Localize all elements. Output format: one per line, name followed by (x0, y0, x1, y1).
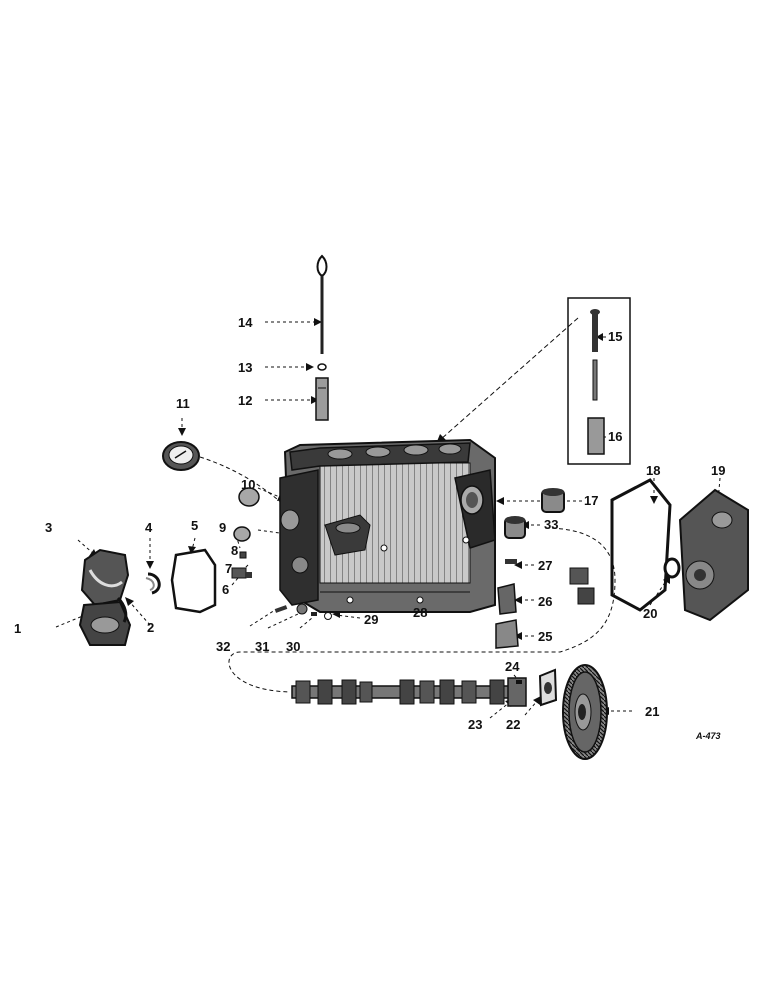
tappet-guide-left (231, 551, 252, 579)
cylinder-block (279, 438, 496, 613)
woodruff-key (516, 680, 522, 684)
callout-1: 1 (14, 621, 22, 636)
oil-seal-ring (145, 572, 161, 595)
callout-14: 14 (238, 315, 253, 330)
callout-7: 7 (225, 561, 233, 576)
callout-24: 24 (505, 659, 520, 674)
callout-6: 6 (222, 582, 230, 597)
callout-15: 15 (608, 329, 623, 344)
callout-22: 22 (506, 717, 521, 732)
callout-25: 25 (538, 629, 553, 644)
callout-28: 28 (413, 605, 428, 620)
callout-12: 12 (238, 393, 253, 408)
callout-32: 32 (216, 639, 231, 654)
callout-23: 23 (468, 717, 483, 732)
expansion-plug-large (238, 487, 260, 507)
tappet-inset-box (567, 297, 631, 465)
bearing-cap-seal (116, 596, 128, 623)
callout-11: 11 (176, 396, 190, 411)
oil-level-plug (317, 363, 327, 371)
callout-5: 5 (191, 518, 199, 533)
callout-3: 3 (45, 520, 53, 535)
callout-33: 33 (544, 517, 559, 532)
dipstick-tube (315, 377, 329, 421)
callout-9: 9 (219, 520, 227, 535)
camshaft-bushing-front (541, 488, 565, 513)
callout-2: 2 (147, 620, 155, 635)
camshaft-gear (562, 664, 608, 760)
small-hardware (274, 603, 332, 620)
camshaft-thrust-plate (538, 668, 558, 707)
timing-gear-cover (678, 488, 749, 622)
callout-17: 17 (584, 493, 599, 508)
callout-19: 19 (711, 463, 726, 478)
dipstick (316, 254, 328, 354)
camshaft (291, 677, 527, 707)
front-plate-gasket (170, 548, 217, 614)
expansion-plug-small (233, 526, 251, 542)
callout-29: 29 (364, 612, 379, 627)
timing-gear-cover-gasket (610, 478, 672, 612)
rear-bearing-cap (78, 548, 132, 646)
callout-10: 10 (241, 477, 256, 492)
callout-30: 30 (286, 639, 301, 654)
callout-31: 31 (255, 639, 270, 654)
callout-8: 8 (231, 543, 239, 558)
oil-pressure-gauge (162, 441, 200, 471)
callout-18: 18 (646, 463, 661, 478)
tappet-bracket (495, 559, 595, 649)
figure-reference-code: A-473 (696, 731, 721, 741)
camshaft-bushing-rear (504, 516, 526, 539)
callout-16: 16 (608, 429, 623, 444)
callout-21: 21 (645, 704, 660, 719)
callout-27: 27 (538, 558, 553, 573)
callout-26: 26 (538, 594, 553, 609)
callout-20: 20 (643, 606, 658, 621)
crankshaft-front-seal (663, 557, 681, 579)
callout-4: 4 (145, 520, 153, 535)
callout-13: 13 (238, 360, 253, 375)
